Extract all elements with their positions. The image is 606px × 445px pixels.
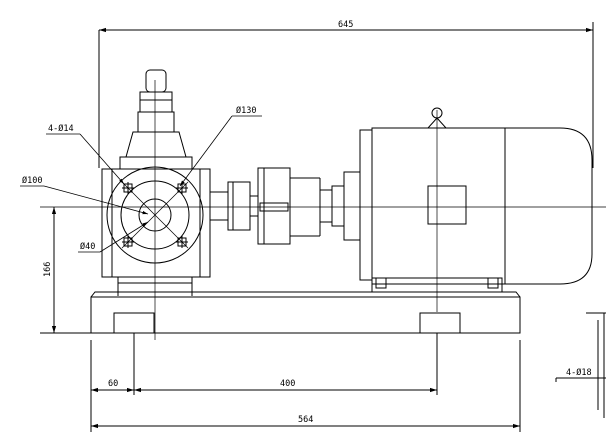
shaft-coupling <box>209 167 361 245</box>
label-bolt-spacing: 400 <box>280 379 295 389</box>
bore-circle <box>138 198 172 232</box>
motor-terminal-box <box>427 185 467 225</box>
pump-body <box>101 69 211 296</box>
label-flange-pcd: Ø130 <box>236 105 256 116</box>
label-base-holes: 4-Ø18 <box>566 367 592 378</box>
label-base-length: 564 <box>298 415 313 425</box>
base-plate <box>40 291 521 334</box>
flange-outer-circle <box>106 166 204 264</box>
label-shaft-height: 166 <box>43 262 53 277</box>
base-side-view <box>555 312 606 418</box>
center-lines <box>40 80 606 340</box>
label-flange-od: Ø100 <box>22 175 42 186</box>
dim-bottom <box>90 333 521 432</box>
label-overall-length: 645 <box>338 20 353 30</box>
flange-pcd-circle <box>120 180 190 250</box>
dim-overall-length <box>98 22 594 168</box>
electric-motor <box>359 107 593 293</box>
leader-lines <box>20 115 262 253</box>
label-bore: Ø40 <box>80 241 95 252</box>
label-flange-bolts: 4-Ø14 <box>48 123 74 134</box>
label-base-edge-offset: 60 <box>108 379 118 389</box>
